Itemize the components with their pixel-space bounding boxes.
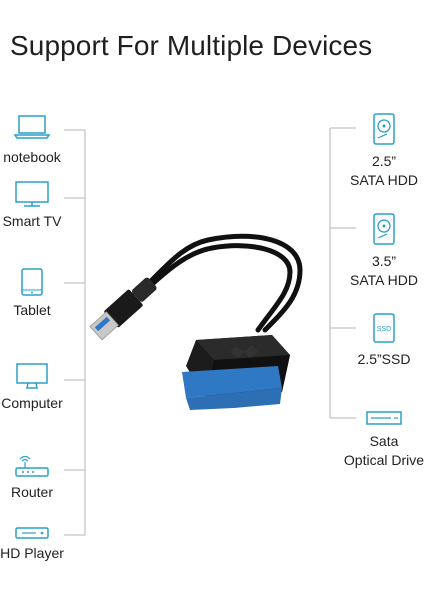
device-hdd-2-5: 2.5” SATA HDD xyxy=(336,112,424,190)
device-notebook: notebook xyxy=(0,114,64,167)
device-label: HD Player xyxy=(0,545,64,561)
tablet-icon xyxy=(21,268,43,296)
device-label: Router xyxy=(10,484,54,500)
device-label-line1: 2.5” xyxy=(371,153,397,169)
left-bracket xyxy=(64,129,86,536)
device-label: Smart TV xyxy=(2,213,62,229)
laptop-icon xyxy=(13,115,51,139)
device-label: Computer xyxy=(1,395,63,411)
router-icon xyxy=(15,455,49,477)
ssd-icon-text: SSD xyxy=(377,326,391,333)
hdd-icon xyxy=(373,213,395,245)
hdd-icon xyxy=(373,113,395,145)
usb-cable xyxy=(147,233,303,333)
device-ssd: SSD 2.5”SSD xyxy=(336,312,424,369)
page-title: Support For Multiple Devices xyxy=(10,30,373,61)
optical-drive-icon xyxy=(366,411,402,425)
device-label-line2: SATA HDD xyxy=(350,272,418,288)
device-label-line2: Optical Drive xyxy=(343,452,424,468)
device-label: notebook xyxy=(3,149,61,165)
monitor-icon xyxy=(16,363,48,389)
ssd-icon: SSD xyxy=(373,313,395,343)
device-router: Router xyxy=(0,455,64,502)
device-label-line1: 3.5” xyxy=(371,253,397,269)
device-label: Tablet xyxy=(13,302,51,318)
device-computer: Computer xyxy=(0,362,64,413)
device-hdd-3-5: 3.5” SATA HDD xyxy=(336,212,424,290)
device-hd-player: HD Player xyxy=(0,526,64,563)
device-tablet: Tablet xyxy=(0,268,64,320)
device-smart-tv: Smart TV xyxy=(0,180,64,231)
device-label-line1: Sata xyxy=(369,433,399,449)
device-optical-drive: Sata Optical Drive xyxy=(336,410,424,470)
right-bracket xyxy=(329,127,356,419)
usb-plug xyxy=(89,277,157,341)
hd-player-icon xyxy=(15,527,49,539)
sata-adapter xyxy=(182,335,290,410)
device-label-line2: SATA HDD xyxy=(350,172,418,188)
device-label-line1: 2.5”SSD xyxy=(357,351,411,367)
tv-icon xyxy=(15,181,49,207)
